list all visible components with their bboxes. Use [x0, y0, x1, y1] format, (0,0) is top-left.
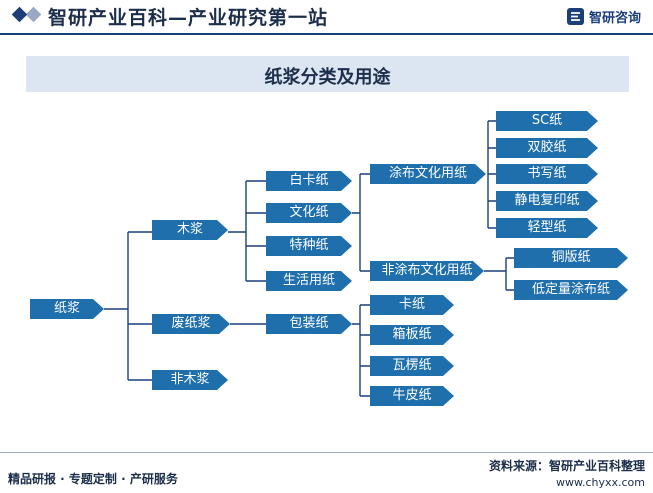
node-white-cardboard: 白卡纸: [266, 171, 352, 191]
node-corrugated-paper: 瓦楞纸: [370, 356, 454, 376]
header-rule: [0, 33, 653, 35]
node-sc-paper: SC纸: [496, 111, 598, 131]
footer-services: 精品研报 · 专题定制 · 产研服务: [8, 472, 178, 486]
node-culture-paper: 文化纸: [266, 203, 352, 223]
title-banner: 纸浆分类及用途: [26, 56, 629, 92]
node-household-paper: 生活用纸: [266, 271, 352, 291]
footer-url[interactable]: www.chyxx.com: [555, 476, 645, 489]
node-electrostatic-copy-paper: 静电复印纸: [496, 191, 598, 211]
node-kraft-paper: 牛皮纸: [370, 386, 454, 406]
footer-source: 资料来源：智研产业百科整理: [488, 459, 645, 473]
node-boxboard: 箱板纸: [370, 325, 454, 345]
header: 智研产业百科—产业研究第一站 智研咨询: [0, 0, 653, 36]
node-low-weight-coated-paper: 低定量涂布纸: [514, 280, 628, 300]
node-waste-paper-pulp: 废纸浆: [152, 314, 230, 334]
node-writing-paper: 书写纸: [496, 164, 598, 184]
brand-logo[interactable]: 智研咨询: [566, 7, 641, 26]
node-uncoated-culture-paper: 非涂布文化用纸: [370, 261, 484, 281]
diagram-title: 纸浆分类及用途: [264, 67, 391, 88]
node-copperplate-paper: 铜版纸: [514, 248, 628, 268]
brand-name: 智研咨询: [588, 11, 641, 26]
node-wood-pulp: 木浆: [152, 220, 228, 240]
node-coated-culture-paper: 涂布文化用纸: [370, 164, 486, 184]
header-title: 智研产业百科—产业研究第一站: [48, 7, 329, 29]
node-offset-paper: 双胶纸: [496, 138, 598, 158]
node-packaging-paper: 包装纸: [266, 314, 352, 334]
node-pulp: 纸浆: [30, 299, 104, 319]
footer-rule: [0, 452, 653, 453]
brand-logo-icon: [566, 8, 584, 25]
node-non-wood-pulp: 非木浆: [152, 370, 228, 390]
node-specialty-paper: 特种纸: [266, 236, 352, 256]
node-lightweight-paper: 轻型纸: [496, 218, 598, 238]
node-card-paper: 卡纸: [370, 295, 454, 315]
